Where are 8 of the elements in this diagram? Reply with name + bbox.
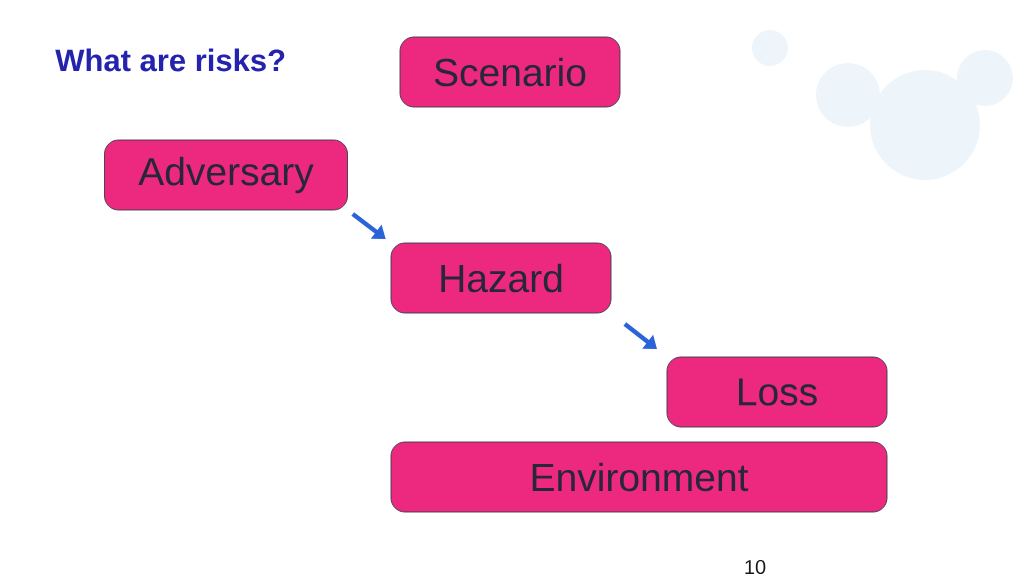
title: What are risks?	[55, 48, 285, 72]
process-box: Adversary	[104, 139, 348, 211]
process-box: Loss	[666, 356, 888, 428]
process-box: Scenario	[399, 36, 621, 108]
arrow	[351, 212, 386, 239]
process-box: Environment	[390, 441, 888, 513]
process-box: Hazard	[390, 242, 612, 314]
page-number: 10	[745, 559, 766, 575]
